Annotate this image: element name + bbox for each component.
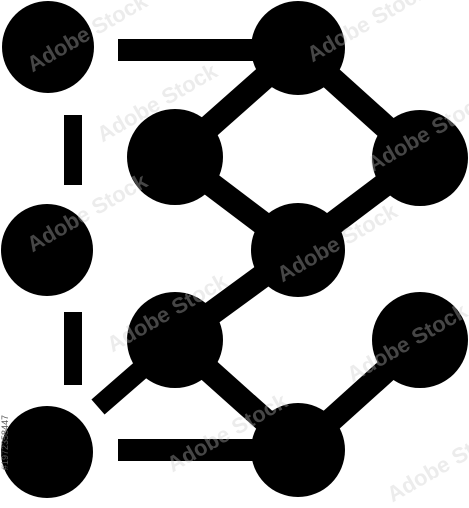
node-bottom-center — [251, 403, 345, 497]
node-right-mid — [372, 110, 468, 206]
node-bottom-left — [1, 406, 93, 498]
connector-group — [64, 39, 429, 461]
node-left-mid — [127, 109, 223, 205]
node-group — [1, 1, 468, 498]
node-lower-right — [372, 292, 468, 388]
stock-id-label: #1972358447 — [0, 414, 10, 470]
node-left-center — [1, 204, 93, 296]
node-center — [251, 203, 345, 297]
node-top-left — [2, 1, 94, 93]
node-top-center — [251, 1, 345, 95]
node-lower-left — [127, 292, 223, 388]
